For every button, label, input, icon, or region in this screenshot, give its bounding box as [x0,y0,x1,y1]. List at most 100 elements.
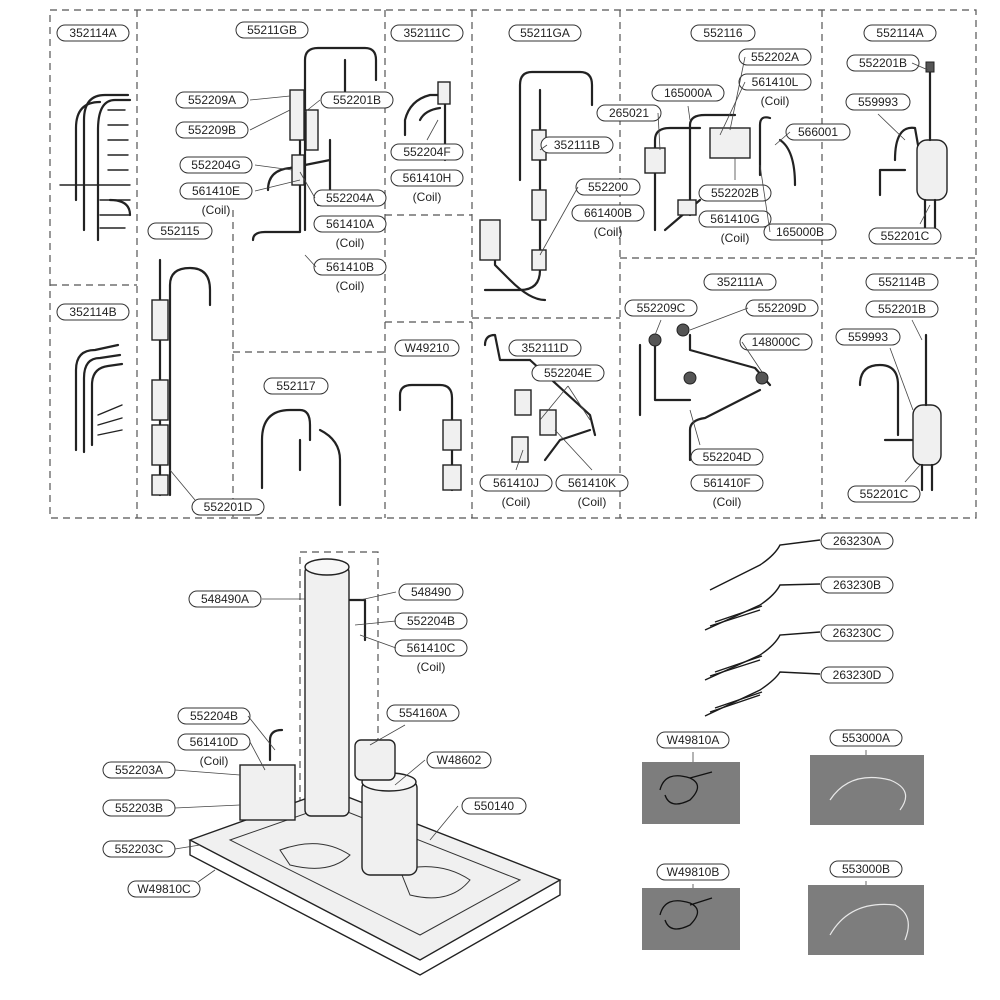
leader-line-552203a-0 [174,769,241,776]
part-label-552209d: 552209D [745,299,819,317]
part-label-bubble [698,210,772,228]
part-number-text: 552115 [160,224,199,238]
leader-line-561410e-0 [254,179,301,192]
part-label-561410e: 561410E(Coil) [179,182,253,217]
part-number-text: 552203B [115,801,163,815]
coil-caption: (Coil) [336,279,365,293]
part-number-text: 552209B [188,123,236,137]
part-label-bubble [540,136,614,154]
part-label-w48602: W48602 [426,751,492,769]
part-number-text: 553000A [842,731,890,745]
part-label-bubble [820,624,894,642]
part-number-text: 352111A [717,275,763,289]
part-label-561410a: 561410A(Coil) [313,215,387,250]
accumulator-552114B [858,333,942,492]
leader-line-552204g-0 [254,164,293,171]
part-number-text: 552201B [878,302,926,316]
part-label-559993_b: 559993 [835,328,901,346]
part-label-561410j: 561410J(Coil) [479,474,553,509]
heat-exchanger-pipe-352114A [59,93,132,242]
leader-line-552204e-0 [539,385,569,421]
part-label-bubble [846,54,920,72]
leader-line-148000c-0 [741,341,763,373]
part-number-text: 561410J [493,476,539,490]
part-number-text: 352111D [522,341,569,355]
part-label-bubble [175,121,249,139]
part-label-561410k: 561410K(Coil) [555,474,629,509]
coil-caption: (Coil) [578,495,607,509]
part-number-text: 552203C [115,842,164,856]
part-label-bubble [531,364,605,382]
part-number-text: 561410E [192,184,240,198]
part-label-352114a: 352114A [56,24,130,42]
coil-caption: (Coil) [594,225,623,239]
part-number-text: 552116 [703,26,742,40]
coil-caption: (Coil) [200,754,229,768]
part-label-bubble [845,93,911,111]
part-label-bubble [461,797,527,815]
part-label-bubble [571,204,645,222]
part-number-text: 552204F [403,145,450,159]
leader-line-548490-0 [359,591,397,601]
part-label-561410c: 561410C(Coil) [394,639,468,674]
part-number-text: W48602 [437,753,482,767]
cable-photo-W49810B [642,888,740,950]
part-number-text: 561410B [326,260,374,274]
leader-line-561410d-0 [249,741,266,771]
part-label-552115: 552115 [147,222,213,240]
part-label-263230d: 263230D [820,666,894,684]
part-label-bubble [390,24,464,42]
part-number-text: 566001 [798,125,838,139]
part-label-661400b: 661400B(Coil) [571,204,645,239]
part-label-bubble [386,704,460,722]
leader-line-352111b-0 [539,144,548,151]
part-label-552117: 552117 [263,377,329,395]
part-label-bubble [313,189,387,207]
part-label-552204b_b: 552204B [177,707,251,725]
coil-caption: (Coil) [336,236,365,250]
leader-line-559993_a-0 [877,113,906,141]
part-label-552209a: 552209A [175,91,249,109]
part-label-bubble [147,222,213,240]
part-label-552204e: 552204E [531,364,605,382]
part-number-text: 554160A [399,706,447,720]
part-label-bubble [320,91,394,109]
leader-line-554160a-0 [369,724,406,746]
part-label-bubble [390,143,464,161]
leader-line-552209c-0 [654,319,662,336]
section-dividers [49,9,977,811]
part-label-bubble [191,498,265,516]
leader-line-559993_b-0 [889,347,914,411]
part-label-w49810b: W49810B [656,863,730,881]
pipe-assembly-352111A [638,323,772,462]
part-label-bubble [390,169,464,187]
part-label-bubble [703,273,777,291]
part-label-55211gb: 55211GB [235,21,309,39]
part-label-bubble [394,339,460,357]
part-label-552204a: 552204A [313,189,387,207]
part-number-text: 55211GA [520,26,570,40]
part-label-w49810a: W49810A [656,731,730,749]
leader-line-165000b-0 [759,164,771,233]
part-number-text: 148000C [752,335,801,349]
part-label-bubble [508,339,582,357]
part-number-text: 553000B [842,862,890,876]
leader-line-552204b_a-0 [354,620,397,626]
part-label-bubble [745,299,819,317]
part-number-text: 552202B [711,186,759,200]
pipe-w49210 [398,383,462,492]
part-label-bubble [179,156,253,174]
sensor-263230D-drawing [704,671,821,717]
part-label-352111c: 352111C [390,24,464,42]
part-number-text: 548490 [411,585,451,599]
part-label-352111b: 352111B [540,136,614,154]
part-label-263230c: 263230C [820,624,894,642]
part-label-552204g: 552204G [179,156,253,174]
leader-line-561410l-0 [719,81,746,136]
part-label-566001: 566001 [785,123,851,141]
part-number-text: 55211GB [247,23,297,37]
part-label-548490a: 548490A [188,590,262,608]
part-label-552201c_a: 552201C [868,227,942,245]
part-label-bubble [690,474,764,492]
